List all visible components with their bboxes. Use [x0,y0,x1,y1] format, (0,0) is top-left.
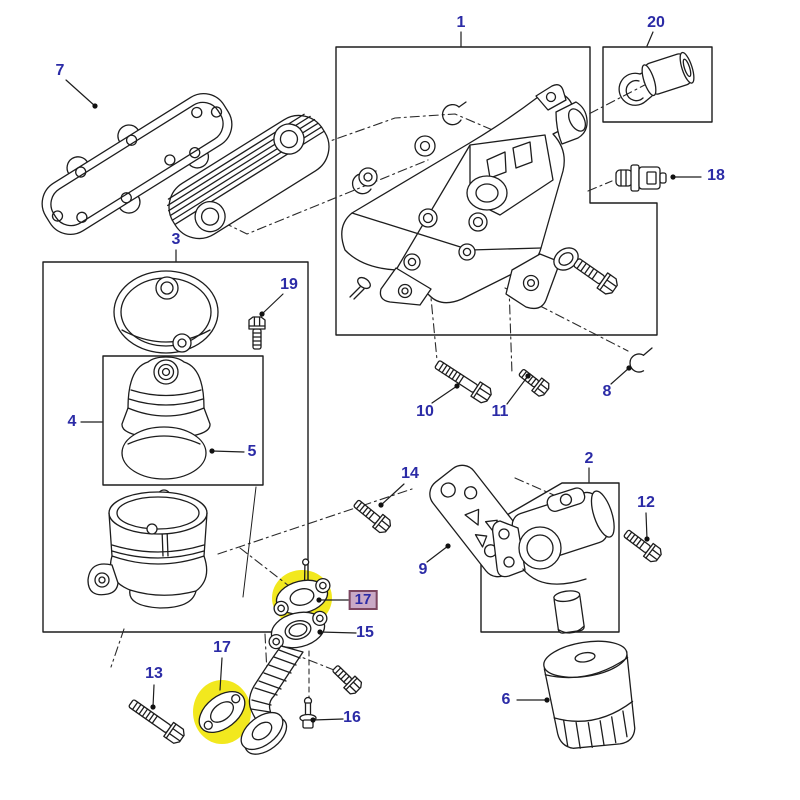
assembly-box-4 [103,356,263,485]
assembly-box-20 [603,47,712,122]
diaphragm-part5-drawing [122,427,206,479]
part-label-14[interactable]: 14 [401,465,419,482]
oil-cooler-housing-part1-drawing [342,85,589,309]
part-label-16[interactable]: 16 [343,709,361,726]
part-label-1[interactable]: 1 [456,14,466,31]
part-label-13[interactable]: 13 [145,665,163,682]
leader-lines [66,32,701,720]
gasket-part17-lower-drawing [192,683,253,740]
part-label-15[interactable]: 15 [356,624,374,641]
small-screw-drawing [350,275,372,299]
part-label-12[interactable]: 12 [637,494,655,511]
bellows-part4-drawing [122,357,210,438]
temperature-sensor-part18-drawing [616,165,666,191]
leader-dots [92,103,676,723]
assembly-box-1 [336,47,657,335]
part-label-4[interactable]: 4 [67,413,77,430]
hose-sleeve-part20-drawing [639,51,696,97]
part-label-6[interactable]: 6 [501,691,511,708]
part-label-10[interactable]: 10 [416,403,434,420]
part-label-8[interactable]: 8 [602,383,612,400]
oil-filter-part6-drawing [541,636,641,754]
assembly-box-3 [43,262,308,632]
assembly-boxes [43,47,712,632]
flange-part15-drawing [264,606,332,654]
part-label-11[interactable]: 11 [491,403,509,420]
oil-cooler-element-drawing [158,105,339,249]
filter-head-part2-drawing [493,486,620,634]
aux-line [243,487,256,597]
part-label-7[interactable]: 7 [55,62,65,79]
thermostat-unit-drawing [88,490,207,608]
part-label-5[interactable]: 5 [247,443,257,460]
part-label-20[interactable]: 20 [647,14,665,31]
part-label-9[interactable]: 9 [418,561,428,578]
dome-cover-drawing [114,271,218,353]
part-label-18[interactable]: 18 [707,167,725,184]
part-label-3[interactable]: 3 [171,231,181,248]
part-label-17-highlighted[interactable]: 17 [348,590,378,610]
pipe-elbow-flange-drawing [234,705,293,761]
part-label-17[interactable]: 17 [213,639,231,656]
clip-part8-drawing [630,348,652,372]
part-label-19[interactable]: 19 [280,276,298,293]
seal-washer-drawing [550,243,583,274]
gasket-part7-drawing [27,75,246,252]
part-label-2[interactable]: 2 [584,450,594,467]
